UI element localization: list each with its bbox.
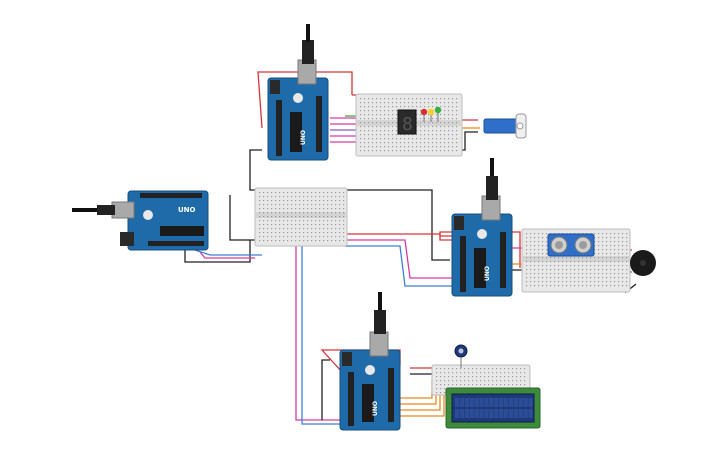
arduino-uno-top[interactable]: UNO [267,24,329,161]
breadboard-holes [360,98,458,152]
usb-plug-left [97,205,115,215]
led-yellow[interactable] [427,108,435,116]
led-red[interactable] [420,108,428,116]
seven-segment-display[interactable]: 8 [397,109,417,135]
wire-blue-right[interactable] [345,245,455,287]
board-brand-label: UNO [300,130,307,145]
potentiometer[interactable] [454,344,468,368]
led-green[interactable] [434,106,442,114]
wire-pink-down[interactable] [295,246,340,421]
arduino-uno-left[interactable]: UNO [72,190,209,251]
arduino-uno-right[interactable]: UNO [451,158,513,297]
servo-motor[interactable] [483,113,527,139]
usb-plug-right [486,176,498,200]
wire-black-bottom[interactable] [321,359,330,420]
breadboard-holes [259,192,345,242]
wire-black-left-up[interactable] [229,195,258,241]
breadboard-center[interactable] [254,187,348,247]
ultrasonic-sensor[interactable] [547,233,595,257]
wire-pink-right[interactable] [345,239,455,279]
wire-red-right-loop[interactable] [439,231,521,268]
usb-plug-bottom [374,310,386,334]
wire-pink-left[interactable] [199,251,255,259]
board-brand-label: UNO [484,266,491,281]
seven-segment-digit: 8 [402,114,413,135]
wire-blue-left[interactable] [194,249,262,256]
wire-black-left[interactable] [184,240,251,263]
breadboard-holes [436,368,526,394]
piezo-buzzer[interactable] [630,250,656,276]
board-brand-label: UNO [178,206,196,214]
wire-black-center-right[interactable] [345,189,450,261]
wire-red-right[interactable] [345,233,452,237]
board-brand-label: UNO [372,401,379,416]
arduino-uno-bottom[interactable]: UNO [339,292,401,431]
usb-plug-top [302,40,314,64]
lcd-16x2[interactable] [445,387,541,429]
lcd-character-cells [455,398,533,418]
led-group [420,106,442,122]
wire-blue-down[interactable] [301,246,340,425]
